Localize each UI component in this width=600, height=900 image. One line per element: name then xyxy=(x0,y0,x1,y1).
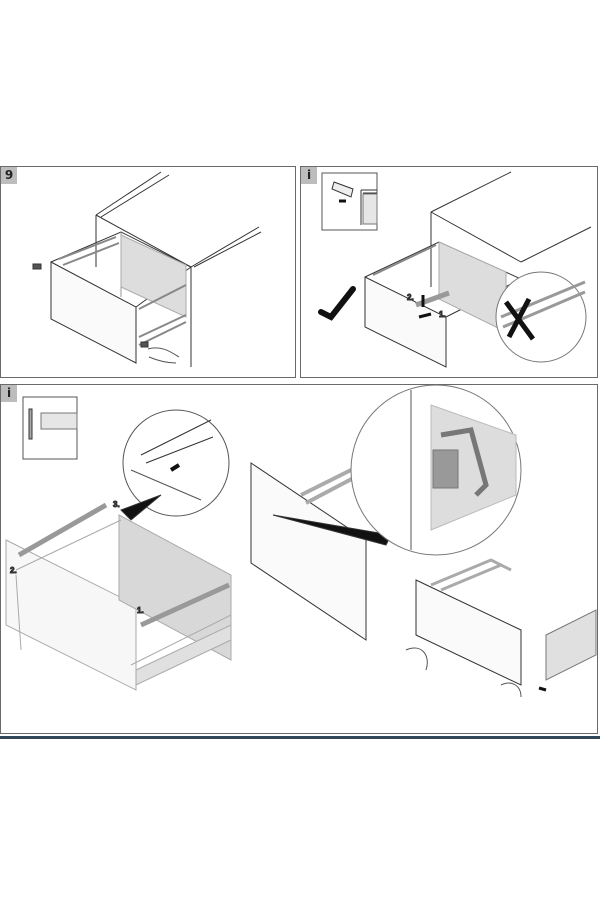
step-9-panel: 9 xyxy=(0,166,296,378)
info-panel-front-mounting: i 3. 2. 1. xyxy=(0,384,598,734)
pliers-callout xyxy=(122,409,230,517)
info-badge: i xyxy=(301,167,317,184)
footer-rule xyxy=(0,736,600,739)
info-badge: i xyxy=(1,385,17,402)
svg-text:2.: 2. xyxy=(407,293,414,302)
drawer-handling-illustration: 2. 1. xyxy=(318,171,592,368)
svg-text:1.: 1. xyxy=(439,310,446,319)
checkmark-icon xyxy=(318,286,356,321)
front-mounting-illustration: 3. 2. 1. xyxy=(5,385,597,698)
svg-text:2.: 2. xyxy=(10,566,17,575)
zoom-callout xyxy=(495,271,587,363)
svg-text:1.: 1. xyxy=(137,606,144,615)
svg-text:3.: 3. xyxy=(113,500,120,509)
cross-icon xyxy=(503,297,536,341)
info-panel-handling: i 2. 1. xyxy=(300,166,598,378)
drawer-removal-illustration xyxy=(32,171,262,367)
step-number-badge: 9 xyxy=(1,167,17,184)
